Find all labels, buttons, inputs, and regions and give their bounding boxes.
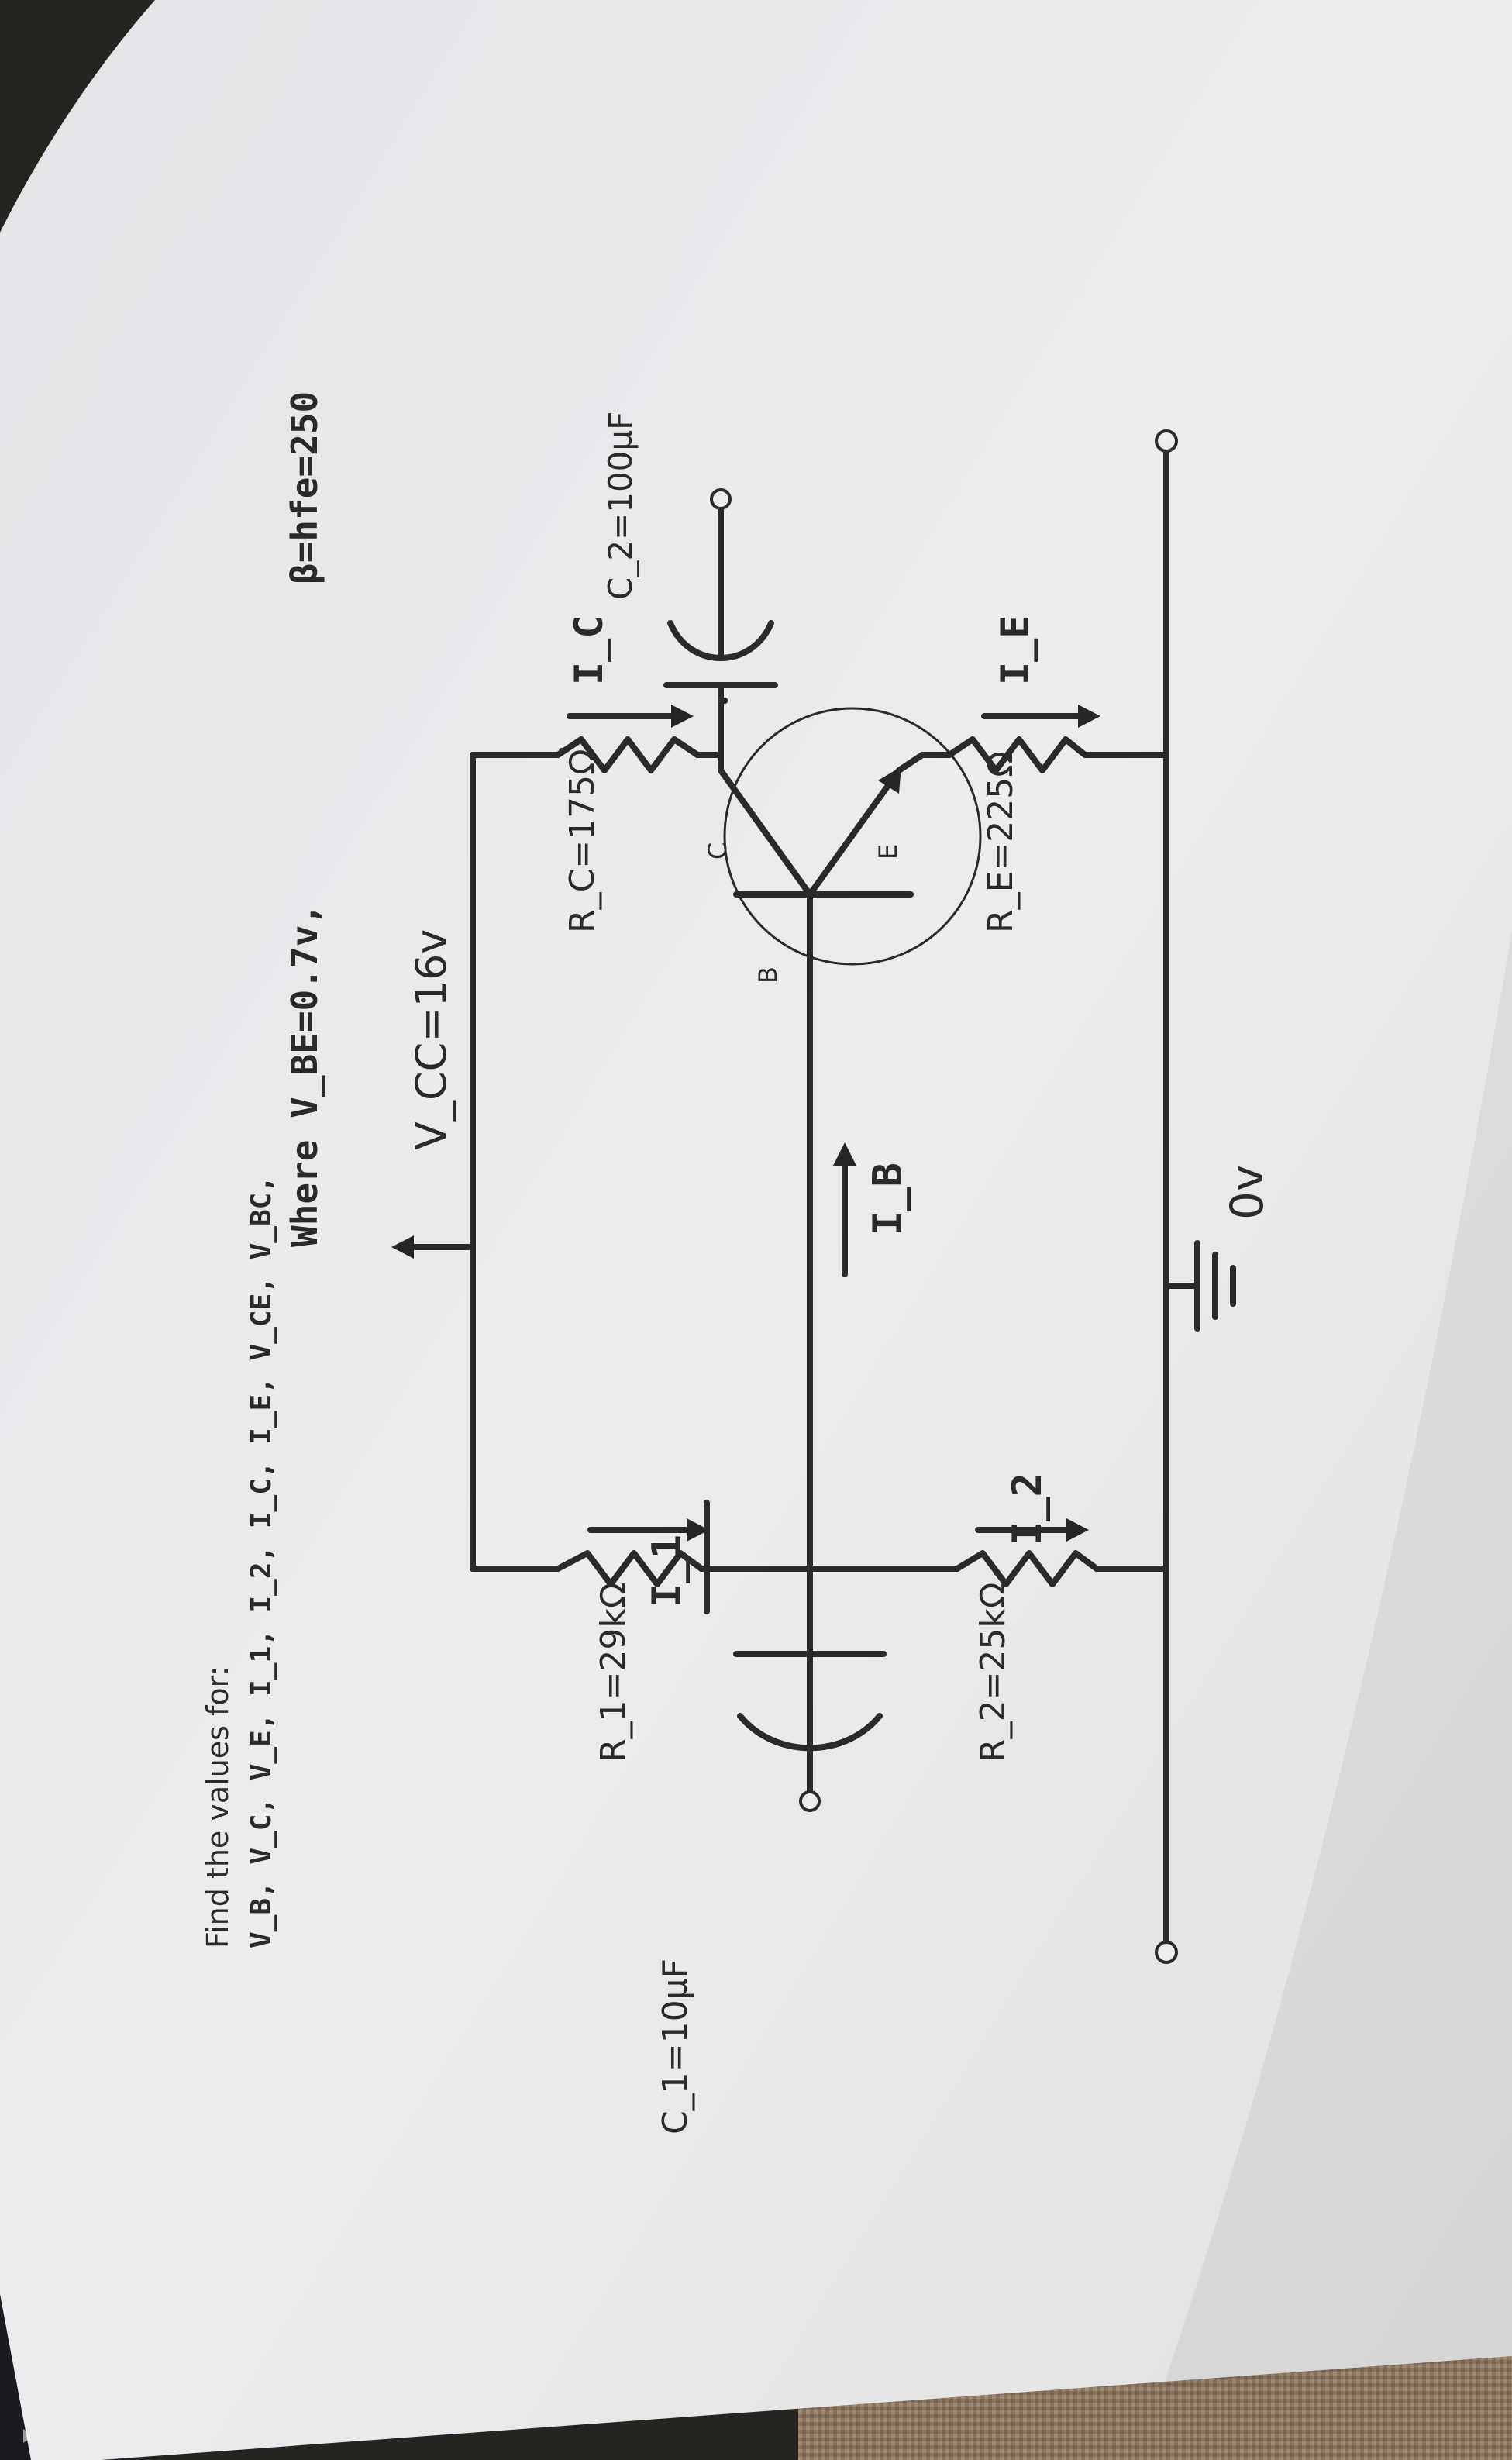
ground-symbol — [1163, 1240, 1236, 1332]
rc-label: R_C=175Ω — [563, 749, 602, 933]
r1-label: R_1=29kΩ — [594, 1582, 633, 1762]
c2-capacitor — [663, 488, 778, 758]
re-resistor — [946, 736, 1088, 773]
unknowns-list: V_B, V_C, V_E, I_1, I_2, I_C, I_E, V_CE,… — [246, 1176, 277, 1948]
vcc-label: V_CC=16v — [407, 929, 456, 1150]
transistor — [718, 707, 982, 966]
c1-label: C_1=10µF — [656, 1959, 695, 2134]
ie-arrow — [981, 705, 1100, 728]
ie-label: I_E — [993, 615, 1038, 685]
collector-pin-label: C — [703, 842, 732, 860]
vcc-supply-arrow — [391, 1235, 476, 1259]
prompt-text: Find the values for: — [201, 1666, 235, 1948]
ib-arrow — [833, 1142, 856, 1277]
emitter-pin-label: E — [873, 843, 903, 860]
i2-arrow — [975, 1518, 1089, 1576]
output-terminal-bottom — [1155, 429, 1178, 453]
base-pin-label: B — [753, 966, 783, 984]
r2-label: R_2=25kΩ — [973, 1582, 1013, 1762]
c1-capacitor — [733, 1651, 887, 1812]
beta-given: β=hfe=250 — [284, 391, 325, 584]
transistor-envelope — [723, 707, 982, 966]
ground-label: 0v — [1221, 1164, 1273, 1220]
r2-resistor — [954, 1550, 1100, 1587]
transistor-emitter-leg — [807, 767, 902, 898]
paper-shadow — [1162, 930, 1512, 2387]
re-label: R_E=225Ω — [981, 751, 1021, 933]
ic-label: I_C — [567, 615, 611, 685]
rc-resistor — [555, 736, 701, 773]
i1-arrow — [587, 1500, 710, 1614]
i1-label: I_1 — [644, 1535, 691, 1607]
r1-resistor — [555, 1550, 704, 1587]
vcc-rail — [470, 752, 477, 1572]
input-terminal-bottom — [1155, 1941, 1178, 1964]
vbe-given: Where V_BE=0.7v, — [284, 903, 325, 1247]
re-branch — [896, 736, 1169, 773]
ib-label: I_B — [865, 1163, 911, 1235]
i2-label: I_2 — [1004, 1473, 1051, 1545]
transistor-collector-leg — [718, 767, 813, 898]
ic-arrow — [559, 705, 694, 754]
emitter-arrow-icon — [878, 767, 901, 794]
c2-label: C_2=100µF — [601, 411, 639, 600]
